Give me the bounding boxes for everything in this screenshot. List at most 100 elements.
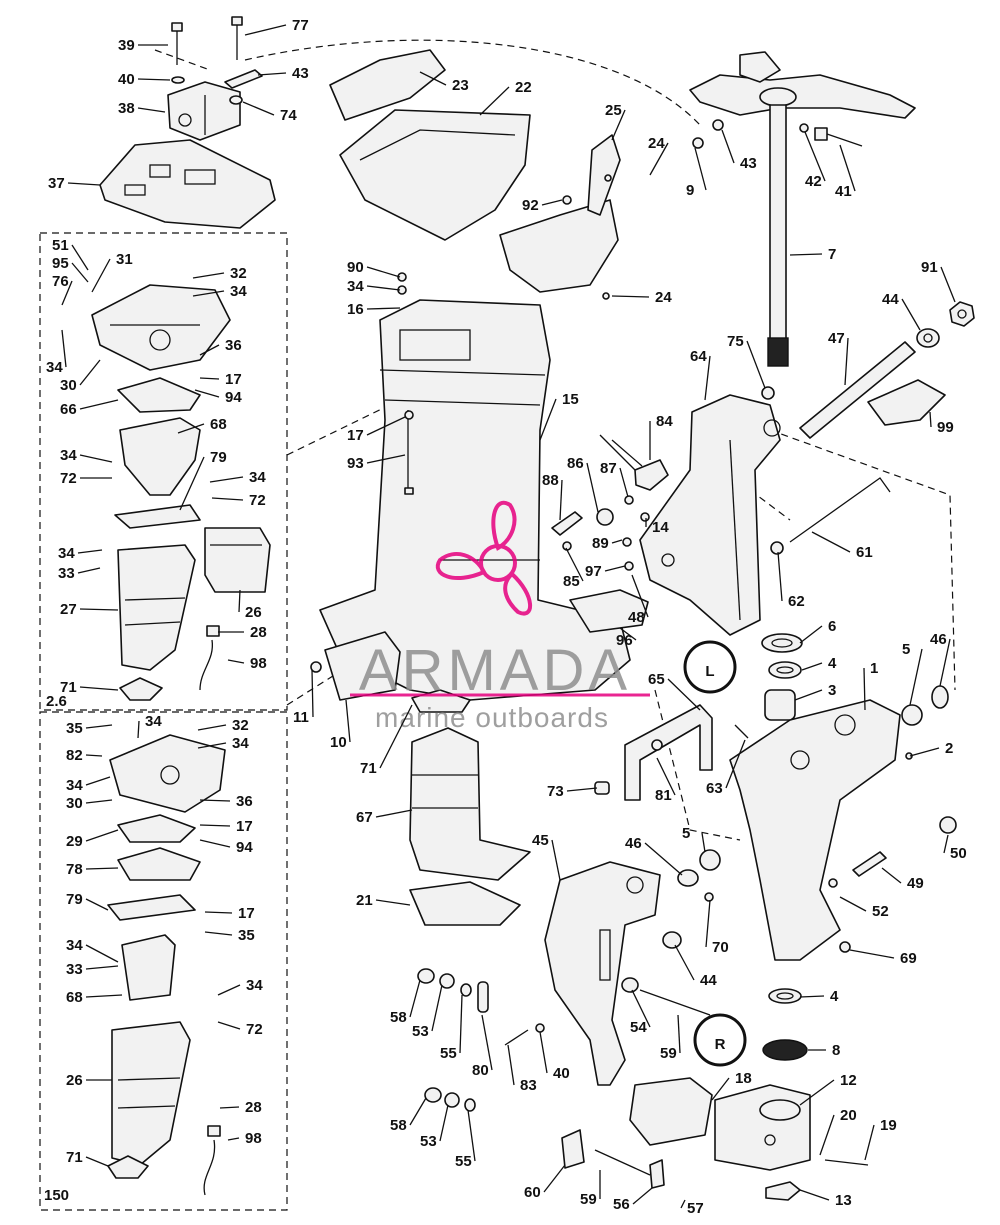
callout-leader (85, 867, 119, 870)
callout-leader (677, 1014, 681, 1054)
gasket-79-lower (107, 894, 196, 921)
bracket-60 (561, 1129, 585, 1169)
callout-number: 36 (225, 337, 242, 354)
washer-46-left (677, 869, 699, 887)
callout-leader (77, 567, 101, 574)
callout-51: 51 (52, 237, 89, 271)
bolt-73 (594, 781, 610, 795)
callout-number: 40 (118, 71, 135, 88)
callout-83: 83 (507, 1044, 537, 1094)
exhaust-tube-27 (117, 544, 196, 671)
exhaust-plate-upper (91, 284, 231, 371)
callout-leader (379, 704, 413, 769)
lubricant-symbol-lower-icon: R (693, 1013, 747, 1067)
callout-leader (619, 627, 637, 641)
callout-leader (705, 899, 711, 948)
callout-leader (777, 551, 783, 602)
watermark-brand: ARMADA (359, 638, 631, 703)
callout-93: 93 (347, 454, 406, 472)
callout-33: 33 (58, 565, 101, 582)
callout-leader (211, 497, 244, 501)
bolts-top (171, 16, 263, 105)
callout-leader (799, 625, 823, 644)
callout-number: 60 (524, 1184, 541, 1201)
callout-leader (909, 648, 923, 706)
callout-leader (192, 290, 225, 297)
callout-number: 17 (225, 371, 242, 388)
callout-23: 23 (419, 71, 469, 94)
callout-number: 90 (347, 259, 364, 276)
callout-36: 36 (199, 337, 242, 356)
callout-66: 66 (60, 399, 119, 418)
callout-leader (604, 565, 626, 572)
callout-number: 34 (145, 713, 162, 730)
callout-number: 75 (727, 333, 744, 350)
pin-49 (852, 851, 887, 877)
callout-number: 26 (66, 1072, 83, 1089)
callout-leader (940, 266, 956, 303)
callout-71: 71 (66, 1149, 109, 1167)
callout-73: 73 (547, 783, 598, 800)
callout-number: 98 (250, 655, 267, 672)
callout-79: 79 (179, 449, 227, 511)
callout-54: 54 (630, 989, 651, 1036)
callout-82: 82 (66, 747, 103, 764)
callout-38: 38 (118, 100, 166, 117)
callout-leader (839, 144, 856, 192)
callout-number: 73 (547, 783, 564, 800)
callout-49: 49 (881, 867, 924, 892)
callout-number: 4 (830, 988, 839, 1005)
callout-65: 65 (648, 671, 701, 711)
callout-number: 46 (625, 835, 642, 852)
callout-number: 79 (210, 449, 227, 466)
callout-74: 74 (242, 101, 297, 124)
callout-leader (799, 1079, 835, 1106)
callout-number: 70 (712, 939, 729, 956)
callout-leader (543, 1164, 566, 1193)
gasket-71-lower (107, 1155, 149, 1179)
callout-number: 9 (686, 182, 694, 199)
callout-number: 13 (835, 1192, 852, 1209)
callout-84: 84 (649, 413, 673, 460)
callout-number: 11 (293, 709, 309, 726)
lower-cowl-22 (339, 109, 531, 241)
callout-number: 29 (66, 833, 83, 850)
callout-number: 56 (613, 1196, 630, 1213)
callout-30: 30 (66, 795, 113, 812)
callout-number: 34 (249, 469, 266, 486)
callout-leader (242, 101, 275, 116)
callout-leader (644, 842, 683, 876)
callout-leader (204, 931, 233, 936)
callout-99: 99 (929, 411, 954, 436)
bushing-3 (764, 689, 796, 721)
callout-10: 10 (330, 699, 351, 751)
callout-leader (179, 456, 205, 511)
callout-number: 46 (930, 631, 947, 648)
callout-71: 71 (60, 679, 119, 696)
callout-number: 8 (832, 1042, 840, 1059)
callout-leader (67, 182, 101, 186)
callout-number: 44 (882, 291, 899, 308)
callout-78: 78 (66, 861, 119, 878)
callout-leader (366, 285, 401, 291)
callout-45: 45 (532, 832, 561, 881)
callout-number: 5 (682, 825, 690, 842)
callout-leader (85, 776, 111, 786)
callout-number: 34 (347, 278, 364, 295)
callout-number: 34 (230, 283, 247, 300)
callout-leader (631, 989, 651, 1028)
callout-number: 4 (828, 655, 837, 672)
callout-36: 36 (199, 793, 253, 810)
housing-26-upper (204, 527, 271, 593)
callout-number: 68 (66, 989, 83, 1006)
callout-leader (204, 911, 233, 914)
callout-number: 22 (515, 79, 532, 96)
callout-53: 53 (412, 984, 443, 1040)
callout-number: 14 (652, 519, 669, 536)
washer-4-top (768, 661, 802, 679)
callout-number: 78 (66, 861, 83, 878)
callout-34: 34 (192, 283, 247, 300)
callout-number: 88 (542, 472, 559, 489)
callout-number: 36 (236, 793, 253, 810)
